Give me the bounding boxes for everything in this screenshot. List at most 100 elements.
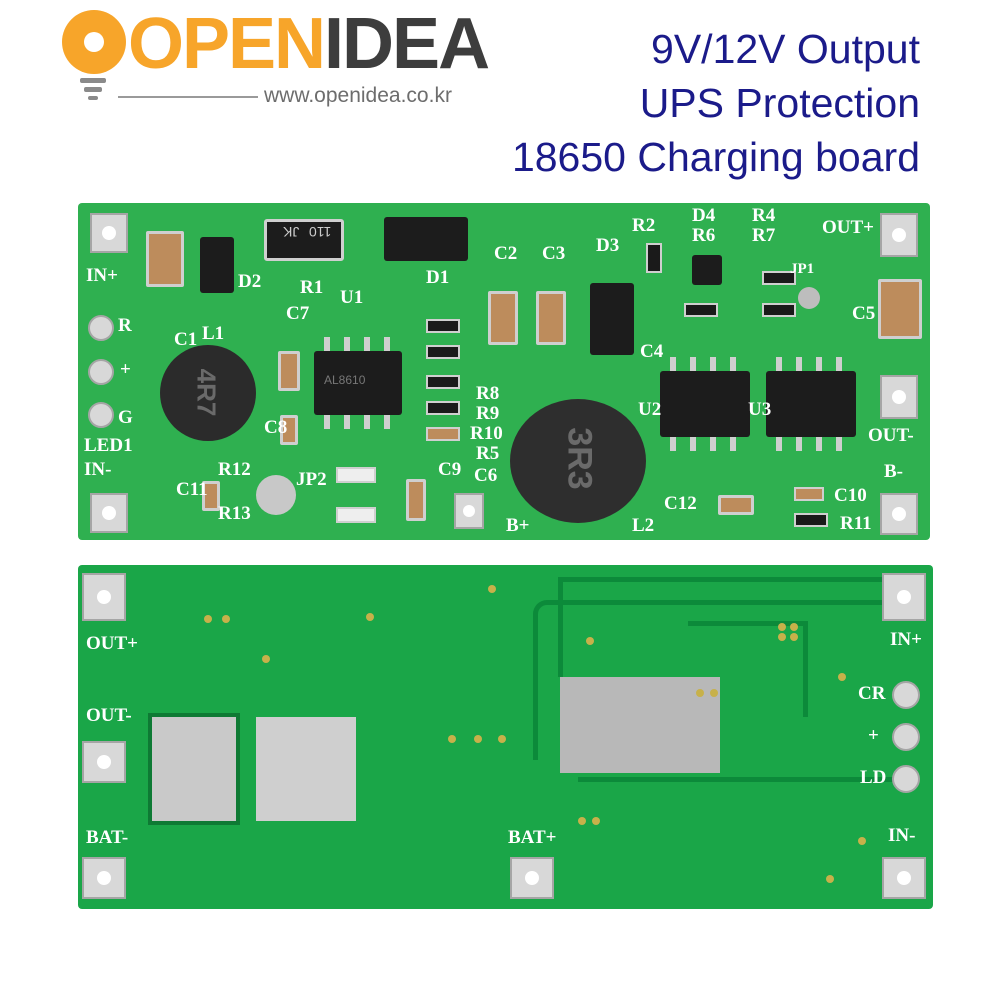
diode-d2: JK 110 (264, 219, 344, 261)
label-r9: R9 (476, 403, 500, 424)
label-d3: D3 (596, 235, 620, 256)
label-r5: R5 (476, 443, 500, 464)
label-in-minus: IN- (888, 825, 916, 846)
label-ld: LD (860, 767, 887, 788)
label-r11: R11 (840, 513, 872, 534)
product-title-line-2: UPS Protection (639, 80, 920, 126)
mount-pad (454, 493, 484, 529)
label-b-plus: B+ (506, 515, 530, 536)
resistor-r13 (336, 507, 376, 523)
mount-pad (82, 741, 126, 783)
label-led1: LED1 (84, 435, 133, 456)
label-in-plus: IN+ (86, 265, 118, 286)
copper-trace (578, 777, 908, 787)
jumper-jp1 (798, 287, 820, 309)
label-c6: C6 (474, 465, 498, 486)
resistor (426, 401, 460, 415)
label-plus: + (868, 725, 879, 746)
chip-u2 (660, 371, 750, 437)
label-r6: R6 (692, 225, 716, 246)
thermal-pad (560, 677, 720, 773)
thermal-pad (148, 713, 240, 825)
chip-u3 (766, 371, 856, 437)
led-pad (88, 315, 114, 341)
resistor (426, 427, 460, 441)
resistor (426, 375, 460, 389)
led-pad (892, 681, 920, 709)
resistor-r12 (336, 467, 376, 483)
capacitor-c10 (794, 487, 824, 501)
led-pad (88, 359, 114, 385)
capacitor-c11 (202, 481, 220, 511)
label-out-plus: OUT+ (822, 217, 874, 238)
pcb-bottom-view: OUT+ OUT- BAT- BAT+ IN+ CR + LD IN- (78, 565, 933, 909)
led-pad (88, 402, 114, 428)
label-jp1: JP1 (790, 261, 815, 277)
label-jp2: JP2 (296, 469, 327, 490)
label-r: R (118, 315, 132, 336)
diode-d1 (384, 217, 468, 261)
brand-logo-open: OPEN (128, 4, 326, 84)
product-title-line-3: 18650 Charging board (511, 134, 920, 180)
label-u3: U3 (748, 399, 772, 420)
label-c2: C2 (494, 243, 518, 264)
label-out-minus: OUT- (868, 425, 914, 446)
label-out-plus: OUT+ (86, 633, 138, 654)
mount-pad (882, 573, 926, 621)
lightbulb-base (80, 78, 106, 83)
resistor (762, 303, 796, 317)
mount-pad (510, 857, 554, 899)
brand-logo: OPENIDEA (128, 8, 490, 80)
copper-trace (558, 577, 898, 677)
label-in-plus: IN+ (890, 629, 922, 650)
label-u2: U2 (638, 399, 662, 420)
mount-pad (82, 573, 126, 621)
capacitor-c8 (280, 415, 298, 445)
label-r10: R10 (470, 423, 503, 444)
resistor (426, 319, 460, 333)
label-c11: C11 (176, 479, 208, 500)
label-r13: R13 (218, 503, 251, 524)
label-c7: C7 (286, 303, 310, 324)
mount-pad (880, 375, 918, 419)
resistor-r2 (646, 243, 662, 273)
label-out-minus: OUT- (86, 705, 132, 726)
diode-d3 (590, 283, 634, 355)
label-c5: C5 (852, 303, 876, 324)
label-d2: D2 (238, 271, 262, 292)
mount-pad (82, 857, 126, 899)
jumper-jp2 (256, 475, 296, 515)
copper-trace (533, 600, 893, 760)
capacitor-c9 (406, 479, 426, 521)
inductor-l1: 4R7 (160, 345, 256, 441)
chip-u1: AL8610 (314, 351, 402, 415)
label-r7: R7 (752, 225, 776, 246)
label-bat-minus: BAT- (86, 827, 129, 848)
label-d1: D1 (426, 267, 450, 288)
label-r1: R1 (300, 277, 324, 298)
transistor (692, 255, 722, 285)
mount-pad (882, 857, 926, 899)
label-d4: D4 (692, 205, 716, 226)
capacitor (146, 231, 184, 287)
thermal-pad (256, 717, 356, 821)
label-r8: R8 (476, 383, 500, 404)
brand-logo-idea: IDEA (324, 4, 490, 84)
mount-pad (90, 213, 128, 253)
label-c10: C10 (834, 485, 867, 506)
lightbulb-base (84, 87, 102, 92)
mount-pad (90, 493, 128, 533)
mount-pad (880, 493, 918, 535)
pcb-top-view: 4R7 3R3 AL8610 JK 110 IN+ R (78, 203, 930, 540)
brand-url: www.openidea.co.kr (264, 84, 452, 107)
label-b-minus: B- (884, 461, 903, 482)
led-pad (892, 765, 920, 793)
capacitor-c7 (278, 351, 300, 391)
capacitor-c2 (488, 291, 518, 345)
product-title-line-1: 9V/12V Output (651, 26, 920, 72)
label-c8: C8 (264, 417, 288, 438)
label-r2: R2 (632, 215, 656, 236)
label-bat-plus: BAT+ (508, 827, 557, 848)
copper-trace (688, 621, 808, 717)
capacitor-c3 (536, 291, 566, 345)
